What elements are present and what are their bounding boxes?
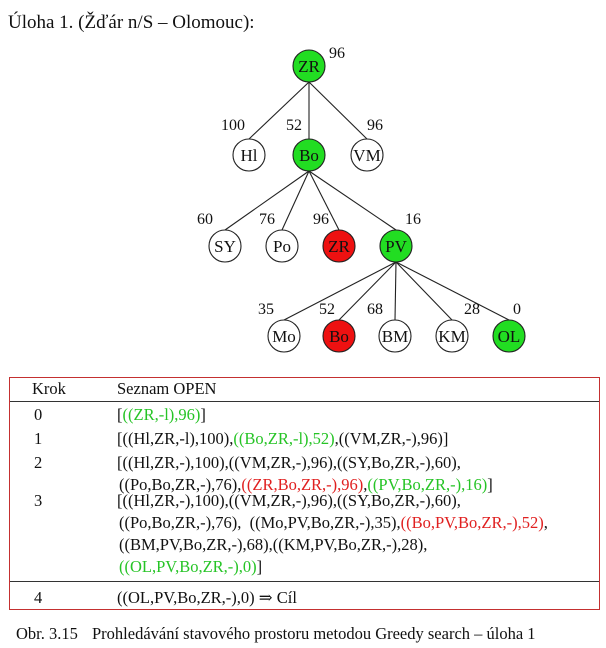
column-header-seznam-open: Seznam OPEN — [117, 379, 217, 398]
open-list-segment: [ — [117, 405, 123, 424]
tree-node-value: 96 — [313, 211, 329, 228]
tree-edge — [248, 81, 310, 140]
tree-node-value: 0 — [513, 301, 521, 318]
open-list-segment: , — [363, 475, 368, 494]
open-list-segment-green: ((ZR,-l),96) — [122, 405, 201, 424]
tree-node-zr — [322, 229, 356, 263]
tree-node-label: KM — [438, 327, 465, 346]
tree-node-label: VM — [353, 146, 380, 165]
tree-node-hl — [232, 138, 266, 172]
krok-cell: 4 — [34, 588, 43, 607]
tree-node-value: 35 — [258, 301, 274, 318]
open-list-segment: [((Hl,ZR,-),100),((VM,ZR,-),96),((SY,Bo,… — [117, 453, 461, 472]
open-list-line: [((Hl,ZR,-l),100),((Bo,ZR,-l),52),((VM,Z… — [117, 428, 448, 450]
tree-edge — [281, 170, 310, 231]
open-list-line: ((Po,Bo,ZR,-),76),((ZR,Bo,ZR,-),96),((PV… — [119, 474, 493, 496]
tree-edge — [308, 81, 368, 140]
tree-node-label: Hl — [241, 146, 258, 165]
open-list-line: ((OL,PV,Bo,ZR,-),0)] — [119, 556, 262, 578]
tree-node-ol — [492, 319, 526, 353]
header-divider — [10, 401, 599, 402]
tree-node-mo — [267, 319, 301, 353]
tree-edge — [395, 261, 510, 321]
tree-node-label: Bo — [329, 327, 349, 346]
tree-node-bo — [322, 319, 356, 353]
tree-node-label: SY — [214, 237, 236, 256]
tree-node-value: 96 — [367, 117, 383, 134]
tree-node-label: Bo — [299, 146, 319, 165]
tree-node-po — [265, 229, 299, 263]
final-row-divider — [10, 581, 599, 582]
tree-node-value: 100 — [221, 117, 245, 134]
krok-cell: 0 — [34, 405, 43, 424]
tree-edge — [308, 170, 397, 231]
tree-edge — [394, 261, 397, 321]
tree-node-bo — [292, 138, 326, 172]
open-list-segment: ((Po,Bo,ZR,-),76), ((Mo,PV,Bo,ZR,-),35), — [119, 513, 401, 532]
column-header-krok: Krok — [32, 379, 66, 398]
tree-edge — [395, 261, 453, 321]
tree-node-label: ZR — [298, 57, 320, 76]
krok-cell: 2 — [34, 453, 43, 472]
open-list-segment: , — [543, 513, 548, 532]
krok-cell: 1 — [34, 429, 43, 448]
tree-node-value: 68 — [367, 301, 383, 318]
page-heading: Úloha 1. (Žďár n/S – Olomouc): — [8, 12, 255, 33]
open-list-segment: ((OL,PV,Bo,ZR,-),0) ⇒ Cíl — [117, 588, 297, 607]
tree-node-label: ZR — [328, 237, 350, 256]
tree-node-label: BM — [382, 327, 408, 346]
open-list-segment-green: ((PV,Bo,ZR,-),16) — [367, 475, 488, 494]
tree-node-vm — [350, 138, 384, 172]
tree-node-value: 52 — [286, 117, 302, 134]
open-list-segment-green: ((OL,PV,Bo,ZR,-),0) — [119, 557, 257, 576]
tree-node-value: 52 — [319, 301, 335, 318]
caption-text: Prohledávání stavového prostoru metodou … — [92, 624, 536, 643]
open-list-segment-green: ((Bo,ZR,-l),52) — [233, 429, 335, 448]
tree-node-km — [435, 319, 469, 353]
tree-edge — [338, 261, 397, 321]
open-list-line: [((Hl,ZR,-),100),((VM,ZR,-),96),((SY,Bo,… — [117, 490, 461, 512]
tree-node-label: Mo — [272, 327, 296, 346]
tree-node-label: Po — [273, 237, 291, 256]
open-list-segment: [((Hl,ZR,-),100),((VM,ZR,-),96),((SY,Bo,… — [117, 491, 461, 510]
tree-node-value: 28 — [464, 301, 480, 318]
open-list-segment-red: ((Bo,PV,Bo,ZR,-),52) — [400, 513, 544, 532]
open-list-line: ((OL,PV,Bo,ZR,-),0) ⇒ Cíl — [117, 587, 297, 609]
tree-node-value: 60 — [197, 211, 213, 228]
tree-node-pv — [379, 229, 413, 263]
open-list-line: [((ZR,-l),96)] — [117, 404, 206, 426]
figure-caption: Obr. 3.15 Prohledávání stavového prostor… — [16, 624, 546, 644]
open-list-table: Krok Seznam OPEN 0 [((ZR,-l),96)] 1 [((Hl,Z… — [9, 377, 600, 610]
open-list-segment-red: ((ZR,Bo,ZR,-),96) — [241, 475, 364, 494]
tree-node-value: 96 — [329, 45, 345, 62]
tree-edge — [308, 170, 340, 231]
open-list-segment: ((BM,PV,Bo,ZR,-),68),((KM,PV,Bo,ZR,-),28… — [119, 535, 428, 554]
open-list-line: ((BM,PV,Bo,ZR,-),68),((KM,PV,Bo,ZR,-),28… — [119, 534, 427, 556]
tree-node-bm — [378, 319, 412, 353]
tree-edge — [224, 170, 310, 231]
open-list-line: ((Po,Bo,ZR,-),76), ((Mo,PV,Bo,ZR,-),35),… — [119, 512, 548, 534]
search-tree-diagram: ZR96Hl100Bo52VM96SY60Po76ZR96PV16Mo35Bo5… — [197, 45, 526, 353]
tree-node-sy — [208, 229, 242, 263]
open-list-segment: ,((VM,ZR,-),96)] — [334, 429, 449, 448]
tree-node-value: 76 — [259, 211, 275, 228]
tree-node-label: OL — [498, 327, 521, 346]
tree-node-zr — [292, 49, 326, 83]
open-list-segment: [((Hl,ZR,-l),100), — [117, 429, 234, 448]
open-list-line: [((Hl,ZR,-),100),((VM,ZR,-),96),((SY,Bo,… — [117, 452, 461, 474]
open-list-segment: ] — [487, 475, 493, 494]
tree-node-label: PV — [385, 237, 407, 256]
tree-node-value: 16 — [405, 211, 421, 228]
open-list-segment: ] — [200, 405, 206, 424]
open-list-segment: ((Po,Bo,ZR,-),76), — [119, 475, 242, 494]
caption-label: Obr. 3.15 — [16, 624, 78, 643]
open-list-segment: ] — [256, 557, 263, 576]
tree-edge — [283, 261, 397, 321]
krok-cell: 3 — [34, 491, 43, 510]
